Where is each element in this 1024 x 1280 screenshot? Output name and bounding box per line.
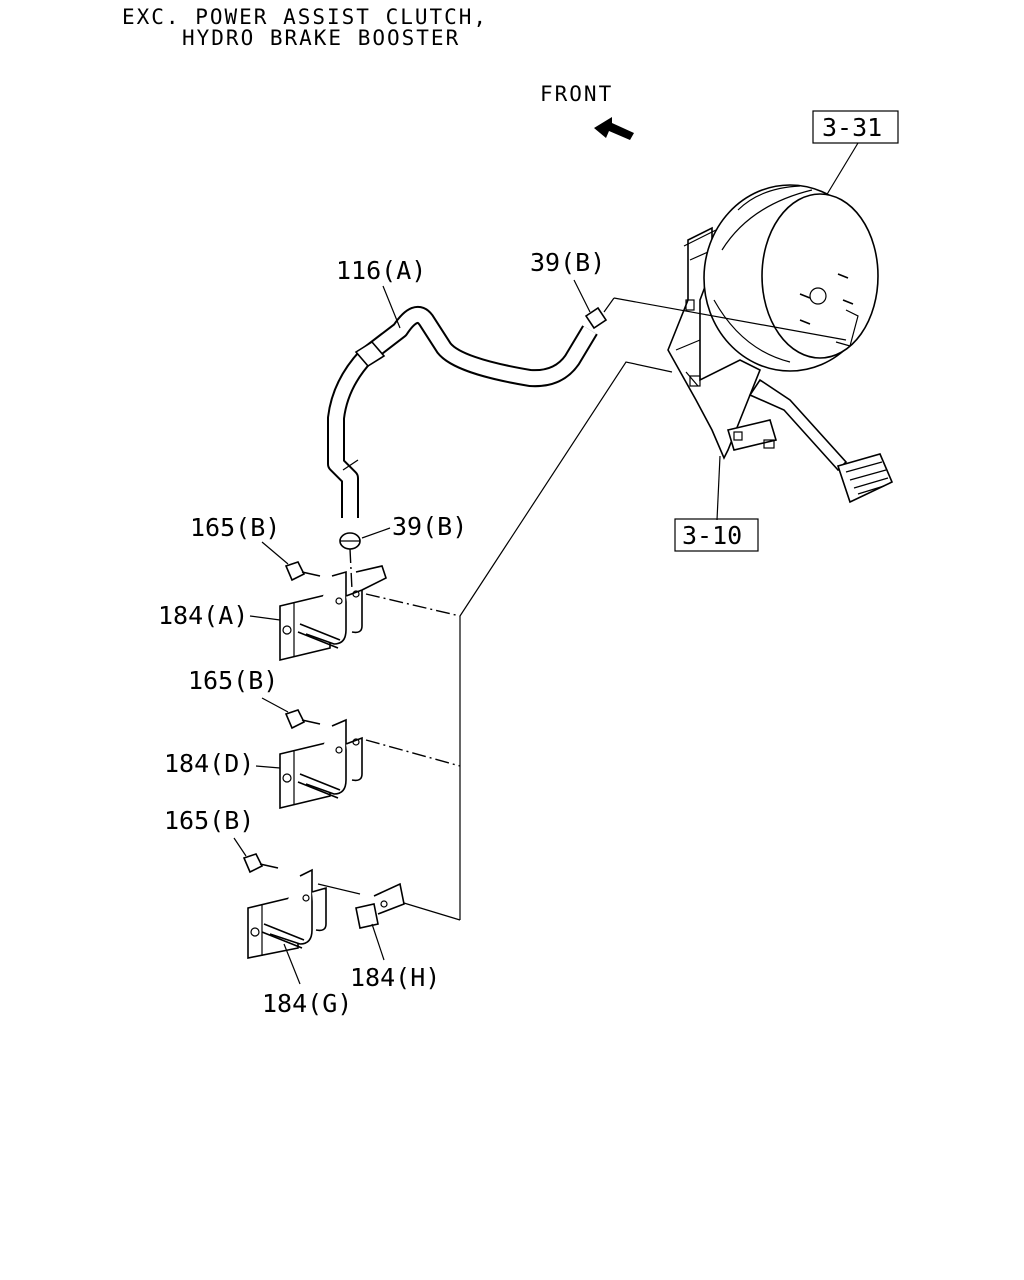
bracket-184d[interactable] <box>279 718 363 810</box>
label-bolt-165b-3: 165(B) <box>164 806 254 835</box>
leader-clamp-to-booster <box>613 297 847 341</box>
clamp-39b-top[interactable] <box>584 306 608 330</box>
label-bracket-184d: 184(D) <box>164 749 254 778</box>
front-arrow-icon <box>594 117 634 140</box>
leader-3-31 <box>825 142 859 197</box>
header-line-2: HYDRO BRAKE BOOSTER <box>182 26 460 50</box>
ref-label-3-31: 3-31 <box>822 113 882 142</box>
label-bracket-184h: 184(H) <box>350 963 440 992</box>
label-bracket-184g: 184(G) <box>262 989 352 1018</box>
label-clamp-39b-top: 39(B) <box>530 248 605 277</box>
bolt-165b-1[interactable] <box>284 561 321 582</box>
header-line-1: EXC. POWER ASSIST CLUTCH, <box>122 5 488 29</box>
brake-booster-assembly[interactable] <box>667 184 894 504</box>
label-bolt-165b-2: 165(B) <box>188 666 278 695</box>
ref-label-3-10: 3-10 <box>682 521 742 550</box>
leader-main <box>459 361 673 617</box>
clamp-39b-mid[interactable] <box>339 532 361 550</box>
bracket-184h[interactable] <box>355 882 405 929</box>
bracket-184g[interactable] <box>247 868 327 959</box>
label-bracket-184a: 184(A) <box>158 601 248 630</box>
bolt-165b-2[interactable] <box>284 709 321 730</box>
label-hose-116a: 116(A) <box>336 256 426 285</box>
label-clamp-39b-mid: 39(B) <box>392 512 467 541</box>
front-label: FRONT <box>540 82 613 106</box>
leader-39b-top <box>573 279 591 313</box>
ref-box-3-31[interactable]: 3-31 <box>812 110 899 144</box>
bracket-184a[interactable] <box>279 565 387 662</box>
label-bolt-165b-1: 165(B) <box>190 513 280 542</box>
leader-116a <box>382 285 401 329</box>
ref-box-3-10[interactable]: 3-10 <box>674 518 759 552</box>
leader-3-10 <box>716 455 721 521</box>
leader-39b-mid <box>361 527 391 539</box>
bolt-165b-3[interactable] <box>242 853 279 874</box>
vacuum-hose-116a[interactable] <box>327 305 598 518</box>
